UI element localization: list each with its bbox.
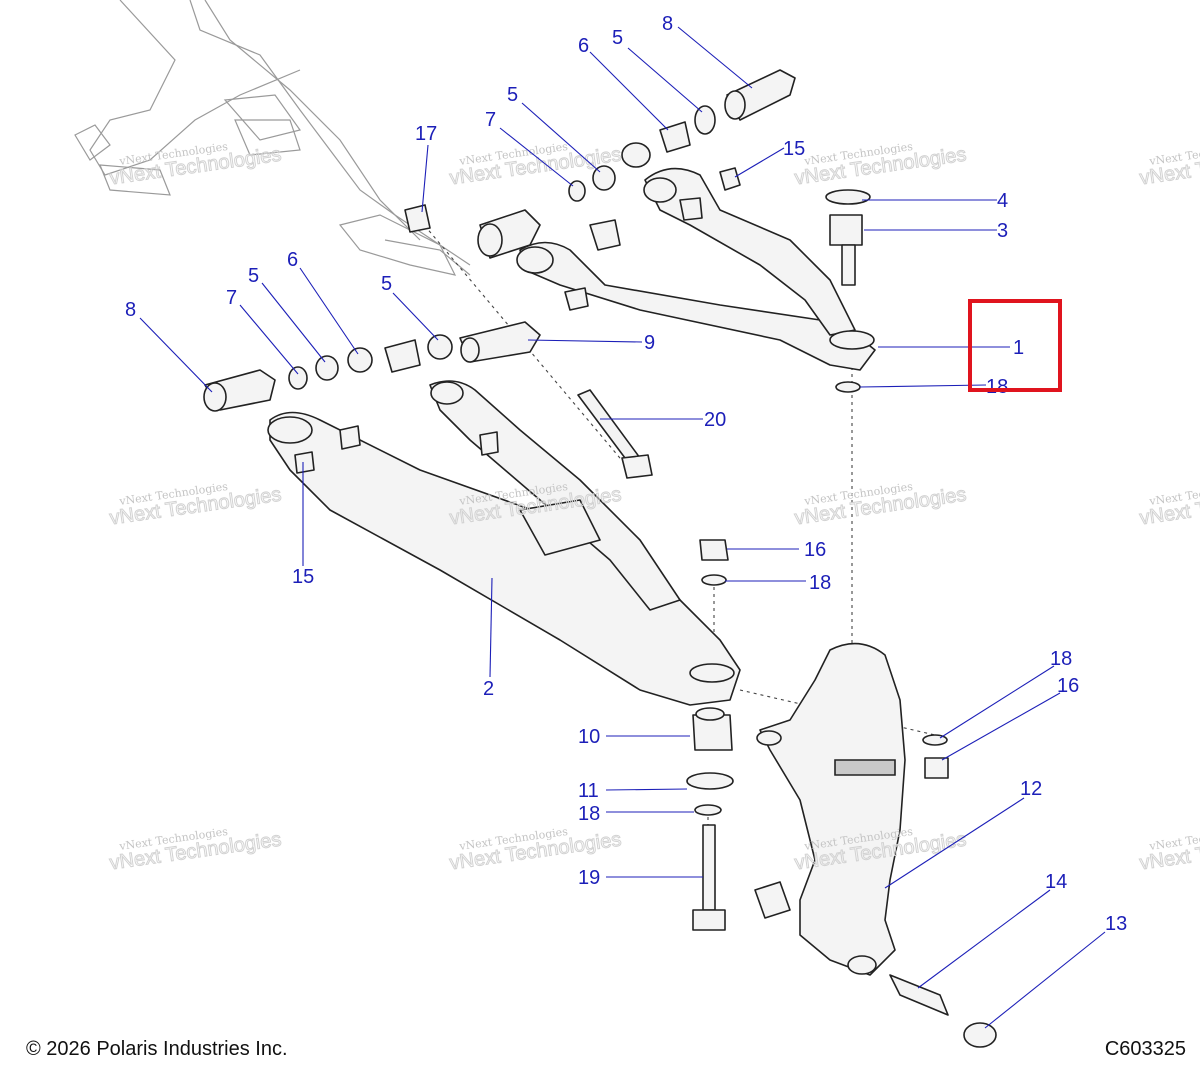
callout-19: 19: [578, 867, 600, 889]
highlight-box: [968, 299, 1062, 392]
watermarks: vNext Technologies vNext Technologies vN…: [108, 140, 1200, 875]
callout-5c: 5: [248, 265, 259, 287]
drawing-code: C603325: [1104, 1038, 1186, 1060]
callout-labels: 8 6 5 5 7 17 15 4 3 1 18 8 7 5 6 5 9 20 …: [125, 13, 1127, 935]
callout-18d: 18: [578, 803, 600, 825]
callout-3: 3: [997, 220, 1008, 242]
callout-14: 14: [1045, 871, 1067, 893]
callout-5b: 5: [507, 84, 518, 106]
callout-9: 9: [644, 332, 655, 354]
callout-18c: 18: [1050, 648, 1072, 670]
upper-a-arm: [516, 167, 876, 371]
callout-11: 11: [578, 780, 599, 802]
copyright-text: © 2026 Polaris Industries Inc.: [26, 1038, 288, 1060]
callout-16a: 16: [804, 539, 826, 561]
knuckle: [754, 642, 906, 976]
callout-10: 10: [578, 726, 600, 748]
lower-arm-hardware: [203, 321, 729, 586]
callout-4: 4: [997, 190, 1008, 212]
callout-7b: 7: [226, 287, 237, 309]
callout-5a: 5: [612, 27, 623, 49]
upper-arm-hardware: [404, 69, 871, 393]
callout-12: 12: [1020, 778, 1042, 800]
callout-1: 1: [1013, 337, 1024, 359]
callout-18b: 18: [809, 572, 831, 594]
leader-lines: [139, 26, 1106, 1029]
callout-15b: 15: [292, 566, 314, 588]
callout-8b: 8: [125, 299, 136, 321]
ghost-frame: [74, 0, 471, 276]
callout-18a: 18: [986, 376, 1008, 398]
callout-5d: 5: [381, 273, 392, 295]
callout-6b: 6: [287, 249, 298, 271]
callout-8a: 8: [662, 13, 673, 35]
callout-7a: 7: [485, 109, 496, 131]
lower-a-arm: [267, 380, 741, 706]
callout-2: 2: [483, 678, 494, 700]
callout-6a: 6: [578, 35, 589, 57]
callout-15a: 15: [783, 138, 805, 160]
callout-17: 17: [415, 123, 437, 145]
callout-13: 13: [1105, 913, 1127, 935]
lower-stack-hardware: [686, 707, 997, 1048]
callout-16b: 16: [1057, 675, 1079, 697]
callout-20: 20: [704, 409, 726, 431]
